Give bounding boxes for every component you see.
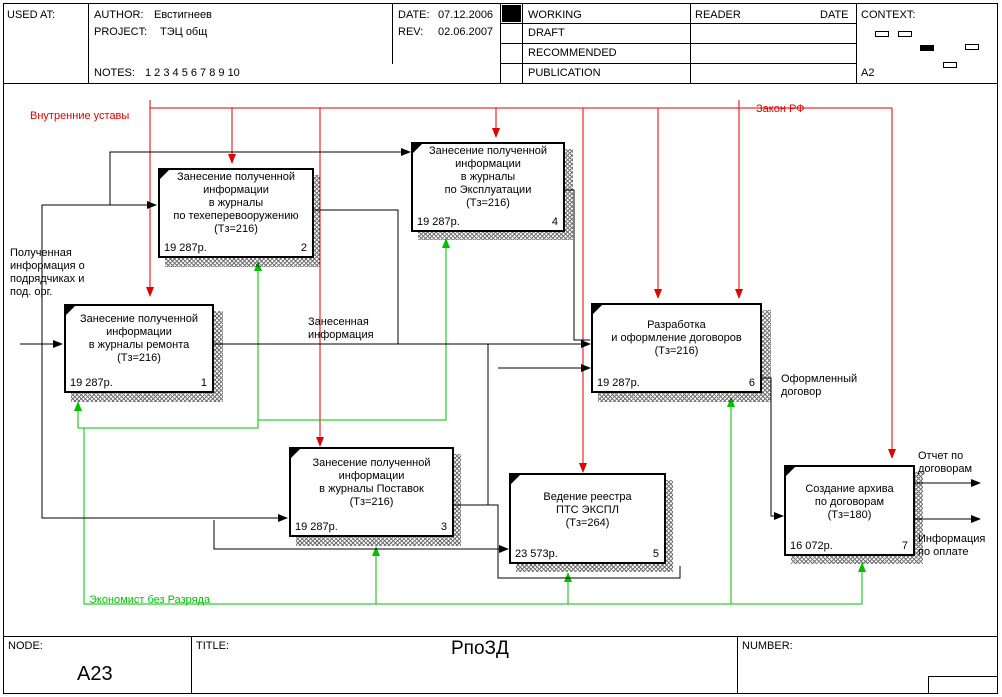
box-corner-mark bbox=[291, 449, 300, 458]
function-box-number: 1 bbox=[200, 377, 207, 389]
mechanism-branch bbox=[74, 401, 85, 604]
footer-corner-box bbox=[928, 676, 998, 694]
flow-label-formed-contract: Оформленный договор bbox=[781, 373, 858, 398]
box-corner-mark bbox=[160, 170, 169, 179]
context-box-current bbox=[920, 45, 934, 51]
mechanism-arrows bbox=[74, 238, 866, 605]
rev-value: 02.06.2007 bbox=[438, 26, 494, 38]
output-label-payment: Информация по оплате bbox=[918, 533, 986, 558]
function-box-1[interactable]: Занесение полученной информации в журнал… bbox=[64, 304, 214, 393]
function-box-title: Создание архива по договорам (Тз=180) bbox=[805, 483, 894, 521]
input-label: Полученная информация о подрядчиках и по… bbox=[10, 247, 85, 298]
reader-date-label: DATE bbox=[820, 9, 849, 21]
function-box-cost: 19 287р. bbox=[164, 242, 207, 254]
title-label: TITLE: bbox=[196, 640, 230, 652]
function-box-number: 2 bbox=[300, 242, 307, 254]
box-corner-mark bbox=[786, 467, 795, 476]
context-label: CONTEXT: bbox=[861, 9, 916, 21]
function-box-number: 5 bbox=[652, 548, 659, 560]
status-draft: DRAFT bbox=[528, 27, 565, 39]
function-box-cost: 19 287р. bbox=[295, 521, 338, 533]
notes-label: NOTES: bbox=[94, 67, 135, 79]
rev-label: REV: bbox=[398, 26, 424, 38]
flow bbox=[109, 148, 411, 205]
function-box-cost: 19 287р. bbox=[597, 377, 640, 389]
box-corner-mark bbox=[511, 475, 520, 484]
diagram-frame bbox=[3, 84, 998, 636]
function-box-cost: 19 287р. bbox=[70, 377, 113, 389]
mechanism-branch bbox=[258, 238, 450, 421]
node-label: NODE: bbox=[8, 640, 43, 652]
function-box-title: Занесение полученной информации в журнал… bbox=[312, 457, 431, 508]
output-label-report: Отчет по договорам bbox=[918, 450, 973, 475]
flow bbox=[41, 344, 288, 522]
project-label: PROJECT: bbox=[94, 26, 148, 38]
function-box-title: Занесение полученной информации в журнал… bbox=[173, 171, 299, 235]
function-box-2[interactable]: Занесение полученной информации в журнал… bbox=[158, 168, 314, 258]
function-box-number: 6 bbox=[748, 377, 755, 389]
box-corner-mark bbox=[66, 306, 75, 315]
function-box-cost: 16 072р. bbox=[790, 540, 833, 552]
function-box-7[interactable]: Создание архива по договорам (Тз=180) 16… bbox=[784, 465, 915, 556]
diagram-title: РпоЗД bbox=[451, 638, 509, 659]
mechanism-branch bbox=[84, 261, 262, 429]
flow bbox=[313, 209, 399, 344]
flow bbox=[41, 201, 157, 344]
function-box-cost: 23 573р. bbox=[515, 548, 558, 560]
control-label-internal-rules: Внутренние уставы bbox=[30, 110, 130, 122]
status-working: WORKING bbox=[528, 9, 582, 21]
author-value: Евстигнеев bbox=[154, 9, 212, 21]
reader-label: READER bbox=[695, 9, 741, 21]
context-box bbox=[898, 31, 912, 37]
function-box-number: 3 bbox=[440, 521, 447, 533]
number-label: NUMBER: bbox=[742, 640, 793, 652]
function-box-number: 4 bbox=[551, 216, 558, 228]
date-label: DATE: bbox=[398, 9, 430, 21]
box-corner-mark bbox=[593, 305, 602, 314]
author-label: AUTHOR: bbox=[94, 9, 144, 21]
flow-label-entered-info: Занесенная информация bbox=[308, 316, 374, 341]
function-box-title: Занесение полученной информации в журнал… bbox=[80, 313, 198, 364]
control-label-law-rf: Закон РФ bbox=[756, 103, 805, 115]
context-box bbox=[943, 62, 957, 68]
context-box bbox=[875, 31, 889, 37]
status-publication: PUBLICATION bbox=[528, 67, 601, 79]
box-corner-mark bbox=[413, 144, 422, 153]
function-box-6[interactable]: Разработка и оформление договоров (Тз=21… bbox=[591, 303, 762, 393]
notes-value: 1 2 3 4 5 6 7 8 9 10 bbox=[145, 67, 240, 79]
working-status-marker bbox=[502, 5, 521, 22]
context-box bbox=[965, 44, 979, 50]
control-arrows bbox=[146, 100, 896, 473]
node-value: A23 bbox=[77, 663, 113, 685]
project-value: ТЭЦ общ bbox=[160, 26, 208, 38]
function-box-title: Ведение реестра ПТС ЭКСПЛ (Тз=264) bbox=[543, 491, 632, 529]
status-recommended: RECOMMENDED bbox=[528, 47, 617, 59]
date-value: 07.12.2006 bbox=[438, 9, 494, 21]
function-box-cost: 19 287р. bbox=[417, 216, 460, 228]
mechanism-label-economist: Экономист без Разряда bbox=[89, 594, 211, 606]
flow bbox=[213, 520, 509, 553]
function-box-title: Занесение полученной информации в журнал… bbox=[429, 145, 547, 209]
footer-frame bbox=[3, 636, 998, 694]
function-box-title: Разработка и оформление договоров (Тз=21… bbox=[611, 319, 742, 357]
function-box-5[interactable]: Ведение реестра ПТС ЭКСПЛ (Тз=264) 23 57… bbox=[509, 473, 666, 564]
used-at-label: USED AT: bbox=[7, 9, 56, 21]
function-box-3[interactable]: Занесение полученной информации в журнал… bbox=[289, 447, 454, 537]
function-box-number: 7 bbox=[901, 540, 908, 552]
context-node: A2 bbox=[861, 67, 875, 79]
flow bbox=[454, 504, 681, 579]
function-box-4[interactable]: Занесение полученной информации в журнал… bbox=[411, 142, 565, 232]
